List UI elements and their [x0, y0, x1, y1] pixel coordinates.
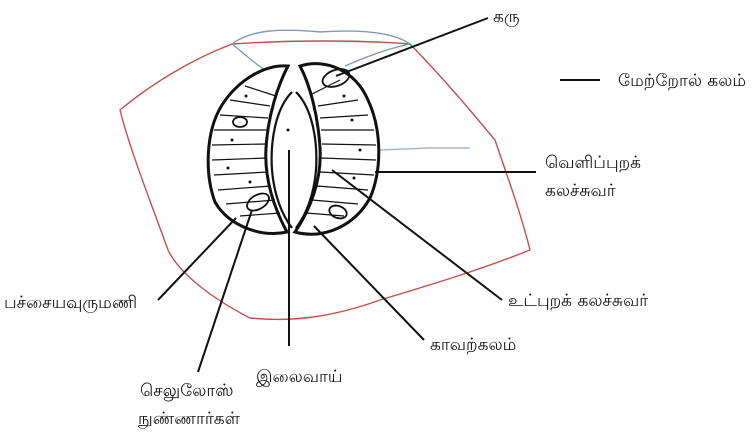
granule: [231, 139, 234, 142]
label-cellulose-line1: செலுலோஸ்: [140, 380, 233, 402]
granule: [227, 167, 230, 170]
epidermal-outline-blue-lower: [380, 148, 470, 150]
label-guard-cell: காவற்கலம்: [430, 334, 516, 356]
granule: [287, 129, 290, 132]
label-nucleus: கரு: [493, 6, 520, 28]
epidermal-outline-blue-right: [345, 44, 410, 66]
granule: [353, 177, 356, 180]
granule: [343, 95, 346, 98]
label-inner-wall: உட்புறக் கலச்சுவர்: [508, 290, 648, 312]
label-outer-wall-line2: கலச்சுவர்: [545, 180, 616, 202]
granule: [249, 181, 252, 184]
guard-cells: [208, 64, 379, 235]
leader-nucleus: [336, 18, 488, 76]
leader-chloroplast: [158, 218, 236, 300]
epidermal-outline-blue-left: [232, 44, 265, 70]
leader-inner-wall: [332, 170, 502, 300]
granule: [351, 119, 354, 122]
granule: [245, 95, 248, 98]
granule: [359, 149, 362, 152]
label-outer-wall-line1: வெளிப்புறக்: [545, 152, 641, 174]
label-chloroplast: பச்சையவுருமணி: [4, 292, 137, 314]
label-epidermal-cell: மேற்றோல் கலம்: [618, 70, 746, 92]
label-stoma: இலைவாய்: [256, 366, 342, 388]
label-cellulose-line2: நுண்ணார்கள்: [138, 408, 240, 430]
leader-guard-cell: [314, 226, 424, 340]
